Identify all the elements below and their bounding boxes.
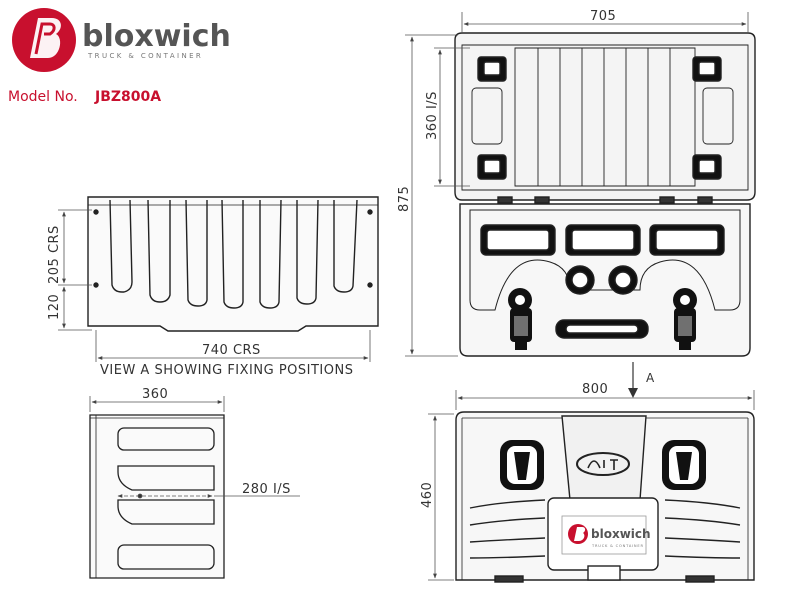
back-crs-height-label: 205 CRS — [47, 225, 62, 284]
brand-name: bloxwich — [82, 19, 231, 54]
back-lower-label: 120 — [47, 294, 62, 320]
top-left-latch-icon — [500, 440, 544, 490]
front-width-label: 705 — [590, 9, 616, 24]
front-height-label: 875 — [397, 186, 412, 212]
top-right-latch-icon — [662, 440, 706, 490]
side-view-dimensions — [89, 396, 300, 499]
top-depth-label: 460 — [420, 482, 435, 508]
front-lid-inner-label: 360 I/S — [425, 91, 440, 140]
front-view — [454, 32, 756, 357]
back-width-label: 740 CRS — [202, 343, 261, 358]
plate-logo: bloxwich TRUCK & CONTAINER — [561, 515, 651, 555]
top-emblem-icon — [576, 452, 630, 476]
brand-tagline: TRUCK & CONTAINER — [87, 52, 203, 60]
model-number: JBZ800A — [94, 89, 161, 105]
back-view-dimensions — [58, 209, 371, 362]
top-width-label: 800 — [582, 382, 608, 397]
side-view — [89, 414, 225, 579]
front-left-latch-icon — [508, 288, 532, 350]
view-a-label: A — [646, 371, 655, 385]
back-view-caption: VIEW A SHOWING FIXING POSITIONS — [100, 363, 353, 378]
front-right-latch-icon — [673, 288, 697, 350]
top-view-dimensions — [428, 390, 755, 581]
view-a-arrow-icon — [628, 362, 638, 398]
side-width-label: 360 — [142, 387, 168, 402]
top-view — [455, 411, 755, 583]
plate-brand: bloxwich — [591, 527, 651, 541]
side-inner-label: 280 I/S — [242, 482, 291, 497]
brand-logo: bloxwich TRUCK & CONTAINER — [12, 8, 231, 72]
plate-tagline: TRUCK & CONTAINER — [591, 544, 644, 548]
back-view — [87, 196, 379, 332]
model-label: Model No. — [8, 89, 78, 105]
front-view-dimensions — [405, 12, 749, 357]
